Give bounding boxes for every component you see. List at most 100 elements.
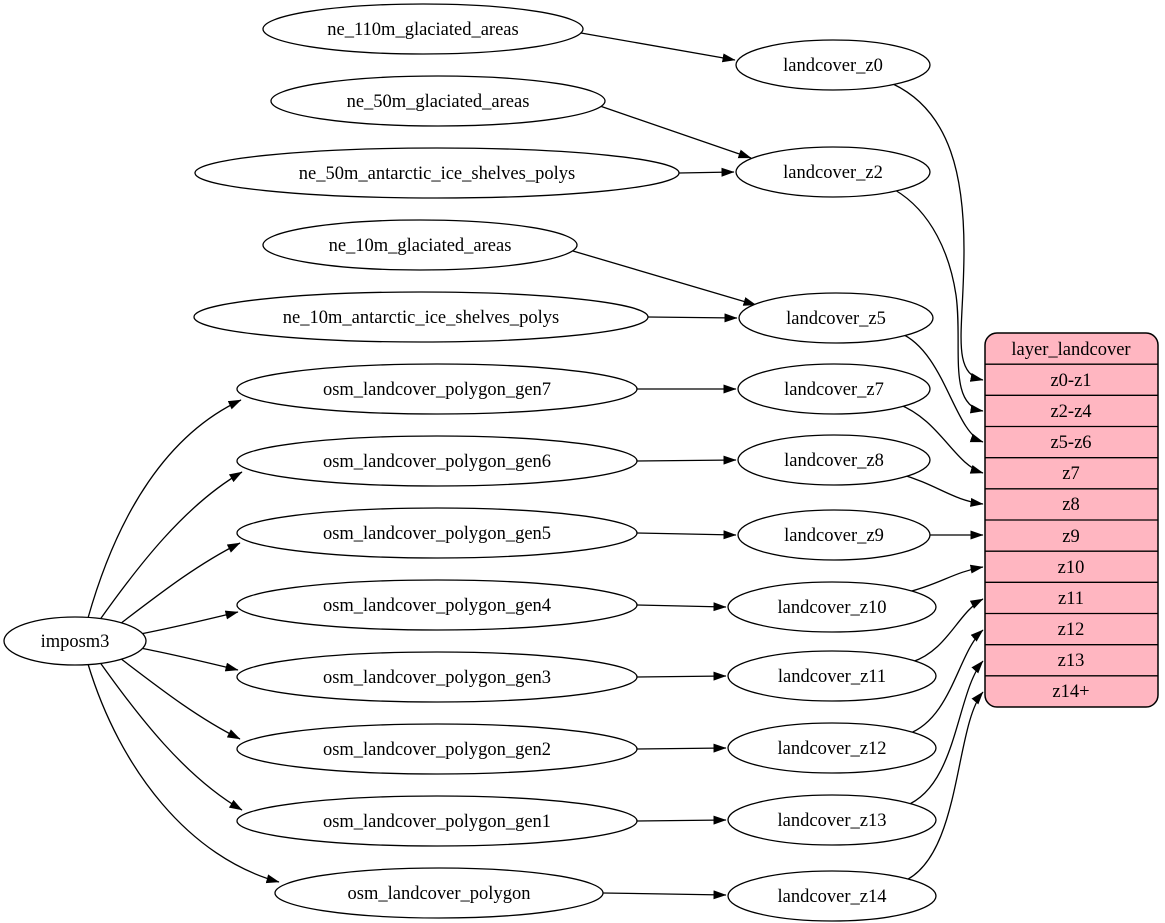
node-landcover-z8-shape (737, 434, 931, 486)
node-osm-landcover-polygon-gen4-shape (236, 579, 638, 631)
node-imposm3: imposm3 (3, 616, 147, 666)
node-landcover-z5: landcover_z5 (738, 292, 934, 344)
node-ne-10m-antarctic-ice-shelves-polys-label: ne_10m_antarctic_ice_shelves_polys (283, 308, 559, 328)
node-osm-landcover-polygon-gen7-label: osm_landcover_polygon_gen7 (323, 380, 551, 400)
node-landcover-z14-shape (727, 870, 937, 922)
node-ne-10m-antarctic-ice-shelves-polys-shape (193, 291, 649, 343)
node-osm-landcover-polygon-gen1-label: osm_landcover_polygon_gen1 (323, 812, 551, 832)
node-landcover-z5-label: landcover_z5 (786, 309, 886, 329)
node-osm-landcover-polygon-gen7: osm_landcover_polygon_gen7 (236, 363, 638, 415)
table-row-z11: z11 (1058, 589, 1084, 609)
node-osm-landcover-polygon-gen3-shape (236, 651, 638, 703)
node-landcover-z10-label: landcover_z10 (778, 598, 887, 618)
edge-ne10m-antarctic-to-z5 (647, 313, 738, 323)
edge-z2-to-row-z2-z4 (894, 189, 984, 414)
node-landcover-z12: landcover_z12 (727, 722, 937, 774)
layer-landcover-table-separators (985, 363, 1158, 677)
edge-imposm3-to-gen6 (98, 471, 243, 622)
node-osm-landcover-polygon-shape (274, 867, 604, 919)
node-ne-110m-glaciated-areas: ne_110m_glaciated_areas (262, 3, 584, 55)
layer-landcover-title: layer_landcover (1011, 340, 1130, 360)
node-osm-landcover-polygon-gen5: osm_landcover_polygon_gen5 (236, 507, 638, 559)
node-landcover-z10: landcover_z10 (727, 581, 937, 633)
node-landcover-z11-label: landcover_z11 (778, 667, 886, 687)
node-landcover-z5-shape (738, 292, 934, 344)
edge-z5-to-row-z5-z6 (899, 332, 984, 443)
edge-z0-to-row-z0-z1 (892, 83, 984, 382)
node-ne-50m-antarctic-ice-shelves-polys: ne_50m_antarctic_ice_shelves_polys (194, 147, 680, 199)
node-landcover-z9: landcover_z9 (737, 509, 931, 561)
node-ne-50m-antarctic-ice-shelves-polys-label: ne_50m_antarctic_ice_shelves_polys (299, 164, 575, 184)
node-osm-landcover-polygon-gen4: osm_landcover_polygon_gen4 (236, 579, 638, 631)
edge-gen4-to-z10 (636, 602, 727, 612)
node-ne-110m-glaciated-areas-shape (262, 3, 584, 55)
table-row-z5-z6: z5-z6 (1050, 433, 1091, 453)
node-landcover-z11-shape (727, 650, 937, 702)
node-osm-landcover-polygon-gen6-shape (236, 435, 638, 487)
node-osm-landcover-polygon-gen5-label: osm_landcover_polygon_gen5 (323, 524, 551, 544)
node-imposm3-label: imposm3 (41, 632, 110, 652)
table-row-z13: z13 (1058, 651, 1085, 671)
node-landcover-z0-label: landcover_z0 (783, 56, 883, 76)
node-imposm3-shape (3, 616, 147, 666)
node-osm-landcover-polygon-gen3: osm_landcover_polygon_gen3 (236, 651, 638, 703)
edge-ne50m-glaciated-to-z2 (599, 105, 752, 159)
node-osm-landcover-polygon-gen2: osm_landcover_polygon_gen2 (236, 723, 638, 775)
edge-z11-to-row-z11 (911, 598, 984, 663)
node-osm-landcover-polygon-gen3-label: osm_landcover_polygon_gen3 (323, 668, 551, 688)
node-ne-50m-glaciated-areas-shape (270, 75, 606, 127)
edge-gen5-to-z9 (636, 530, 737, 540)
node-ne-50m-glaciated-areas: ne_50m_glaciated_areas (270, 75, 606, 127)
node-landcover-z11: landcover_z11 (727, 650, 937, 702)
edge-gen6-to-z8 (636, 455, 737, 465)
node-landcover-z10-shape (727, 581, 937, 633)
node-landcover-z12-label: landcover_z12 (778, 739, 887, 759)
edge-gen2-to-z12 (636, 743, 727, 753)
node-landcover-z8-label: landcover_z8 (784, 451, 884, 471)
node-osm-landcover-polygon-gen7-shape (236, 363, 638, 415)
edge-imposm3-to-gen3 (139, 647, 239, 672)
node-osm-landcover-polygon-gen2-label: osm_landcover_polygon_gen2 (323, 740, 551, 760)
node-osm-landcover-polygon-gen2-shape (236, 723, 638, 775)
node-landcover-z13-shape (727, 794, 937, 846)
node-ne-110m-glaciated-areas-label: ne_110m_glaciated_areas (327, 20, 518, 40)
edge-ne110m-to-z0 (580, 32, 736, 63)
table-row-z14: z14+ (1052, 682, 1089, 702)
node-landcover-z9-shape (737, 509, 931, 561)
node-landcover-z7-shape (737, 363, 931, 415)
edge-gen1-to-z13 (636, 815, 727, 825)
node-landcover-z0: landcover_z0 (735, 39, 931, 91)
node-landcover-z2: landcover_z2 (735, 146, 931, 198)
node-osm-landcover-polygon-gen4-label: osm_landcover_polygon_gen4 (323, 596, 551, 616)
edge-z12-to-row-z12 (907, 629, 984, 735)
node-osm-landcover-polygon-gen1: osm_landcover_polygon_gen1 (236, 795, 638, 847)
node-landcover-z9-label: landcover_z9 (784, 526, 884, 546)
edge-imposm3-to-gen2 (115, 654, 241, 740)
edge-ne50m-antarctic-to-z2 (678, 167, 735, 177)
layer-landcover-table: layer_landcover z0-z1 z2-z4 z5-z6 z7 z8 … (984, 332, 1159, 708)
edge-z8-to-row-z8 (899, 473, 984, 507)
node-landcover-z13: landcover_z13 (727, 794, 937, 846)
node-ne-10m-glaciated-areas-label: ne_10m_glaciated_areas (329, 236, 512, 256)
table-row-z8: z8 (1062, 495, 1079, 515)
node-osm-landcover-polygon: osm_landcover_polygon (274, 867, 604, 919)
node-landcover-z0-shape (735, 39, 931, 91)
edge-ne10m-glaciated-to-z5 (572, 250, 757, 306)
node-ne-10m-glaciated-areas: ne_10m_glaciated_areas (262, 219, 578, 271)
edge-polygon-to-z14 (602, 890, 727, 900)
node-landcover-z12-shape (727, 722, 937, 774)
node-ne-50m-glaciated-areas-label: ne_50m_glaciated_areas (347, 92, 530, 112)
edge-imposm3-to-gen5 (115, 542, 241, 628)
edge-imposm3-to-gen7 (87, 399, 242, 619)
edge-imposm3-to-gen1 (98, 660, 243, 811)
node-landcover-z2-shape (735, 146, 931, 198)
node-group: imposm3 ne_110m_glaciated_areas ne_50m_g… (3, 3, 937, 922)
node-osm-landcover-polygon-gen5-shape (236, 507, 638, 559)
node-ne-10m-glaciated-areas-shape (262, 219, 578, 271)
table-row-z12: z12 (1058, 620, 1085, 640)
table-row-z2-z4: z2-z4 (1050, 402, 1091, 422)
edge-z7-to-row-z7 (897, 403, 984, 474)
table-row-z10: z10 (1058, 558, 1085, 578)
